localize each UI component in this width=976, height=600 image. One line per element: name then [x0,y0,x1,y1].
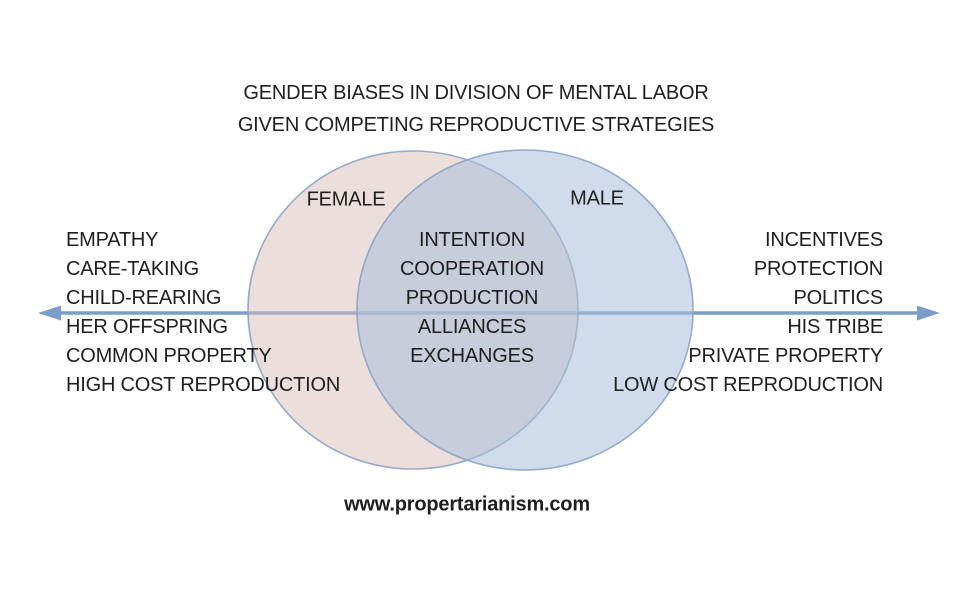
male-trait: LOW COST REPRODUCTION [613,374,883,396]
shared-trait: COOPERATION [399,258,545,280]
shared-trait: ALLIANCES [417,316,527,338]
diagram-title: GENDER BIASES IN DIVISION OF MENTAL LABO… [237,77,715,141]
female-trait: CARE-TAKING [66,258,199,280]
female-trait: COMMON PROPERTY [66,345,272,367]
male-trait: PROTECTION [753,258,883,280]
female-trait: HER OFFSPRING [66,316,228,338]
male-trait: PRIVATE PROPERTY [688,345,883,367]
female-trait-list: EMPATHY CARE-TAKING CHILD-REARING HER OF… [66,226,340,400]
shared-trait: INTENTION [419,229,525,251]
axis-arrowhead-left [38,305,61,321]
female-circle-label: FEMALE [306,188,386,211]
shared-trait: PRODUCTION [405,287,539,309]
male-trait: INCENTIVES [764,229,883,251]
male-circle [356,149,694,471]
website-url: www.propertarianism.com [344,493,590,516]
axis-arrowhead-right [917,305,940,321]
shared-trait-list: INTENTION COOPERATION PRODUCTION ALLIANC… [400,226,544,371]
male-trait-list: INCENTIVES PROTECTION POLITICS HIS TRIBE… [613,226,883,400]
female-trait: EMPATHY [66,229,159,251]
diagram-title-line1: GENDER BIASES IN DIVISION OF MENTAL LABO… [243,82,709,104]
female-trait: HIGH COST REPRODUCTION [66,374,341,396]
male-trait: POLITICS [793,287,883,309]
male-trait: HIS TRIBE [787,316,883,338]
female-trait: CHILD-REARING [66,287,222,309]
shared-trait: EXCHANGES [410,345,534,367]
diagram-title-line2: GIVEN COMPETING REPRODUCTIVE STRATEGIES [237,114,715,136]
male-circle-label: MALE [570,187,624,210]
